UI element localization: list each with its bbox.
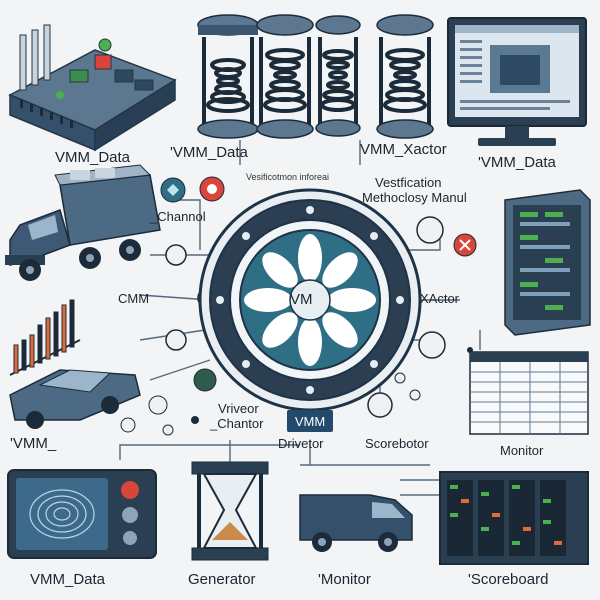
sedan-car-icon	[9, 369, 141, 429]
label-vmm-data-bottom: VMM_Data	[30, 571, 106, 588]
radar-device-icon	[7, 469, 157, 559]
label-scorebotor: Scorebotor	[365, 436, 429, 451]
label-generator: Generator	[188, 571, 256, 588]
label-channel: _Channol	[150, 209, 206, 224]
label-vmm-xactor-top: VMM_Xactor	[360, 141, 447, 158]
spreadsheet-window-icon	[469, 351, 589, 435]
center-vm-label: VM	[290, 291, 313, 308]
label-manual-line2: Methoclosy Manul	[362, 190, 467, 205]
central-vm-wheel	[198, 188, 422, 412]
bar-chart-icon	[9, 299, 81, 376]
label-xactor: XActor	[420, 291, 460, 306]
label-manual-line1: Vestfication	[375, 175, 442, 190]
scoreboard-panel-icon	[439, 471, 589, 565]
label-verification-info: Vesificotmon inforeai	[246, 172, 330, 182]
vmm-tag: VMM	[287, 410, 333, 432]
label-driver-line1: Vriveor	[218, 401, 259, 416]
small-node-icons-right	[367, 216, 477, 418]
factory-board-icon	[8, 24, 177, 152]
label-scoreboard-bottom: 'Scoreboard	[468, 571, 549, 588]
label-monitor-bottom: 'Monitor	[318, 571, 371, 588]
hourglass-icon	[191, 461, 269, 561]
connector-lines	[119, 140, 481, 496]
desktop-monitor-icon	[447, 17, 587, 146]
label-driver-line2: _Chantor	[210, 416, 264, 431]
van-icon	[299, 494, 413, 552]
coil-hourglass-icons	[197, 14, 434, 139]
label-vmm-data-top-4: 'VMM_Data	[478, 154, 556, 171]
label-vmm-data-top-2: 'VMM_Data	[170, 144, 248, 161]
label-drivetor: Drivetor	[278, 436, 324, 451]
label-vmm-data-top-1: VMM_Data	[55, 149, 131, 166]
label-cmm: CMM	[118, 291, 150, 306]
server-rack-icon	[504, 189, 591, 336]
label-monitor-right: Monitor	[500, 443, 544, 458]
small-node-icons-left	[120, 176, 225, 436]
label-vmm-left: 'VMM_	[10, 435, 57, 452]
dump-truck-icon	[5, 164, 161, 281]
